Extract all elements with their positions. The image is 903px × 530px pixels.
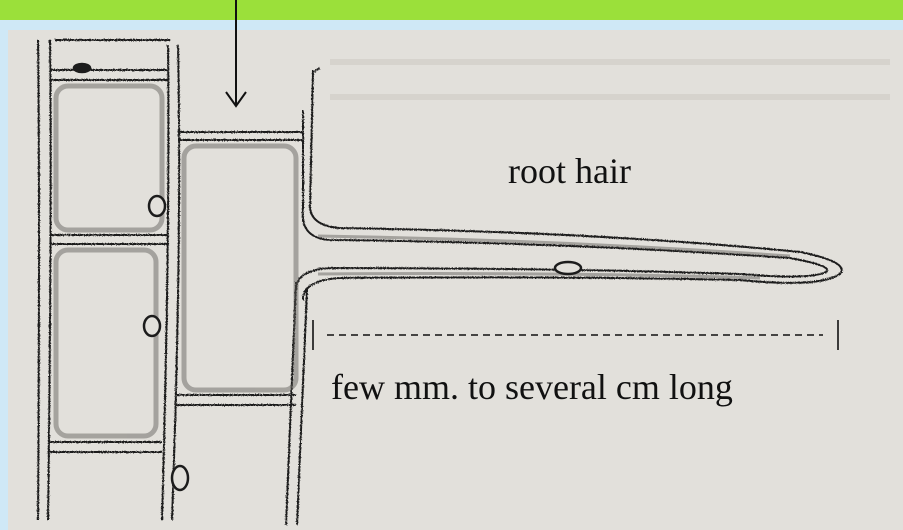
root-hair-label: root hair (508, 150, 631, 192)
length-label: few mm. to several cm long (331, 366, 733, 408)
